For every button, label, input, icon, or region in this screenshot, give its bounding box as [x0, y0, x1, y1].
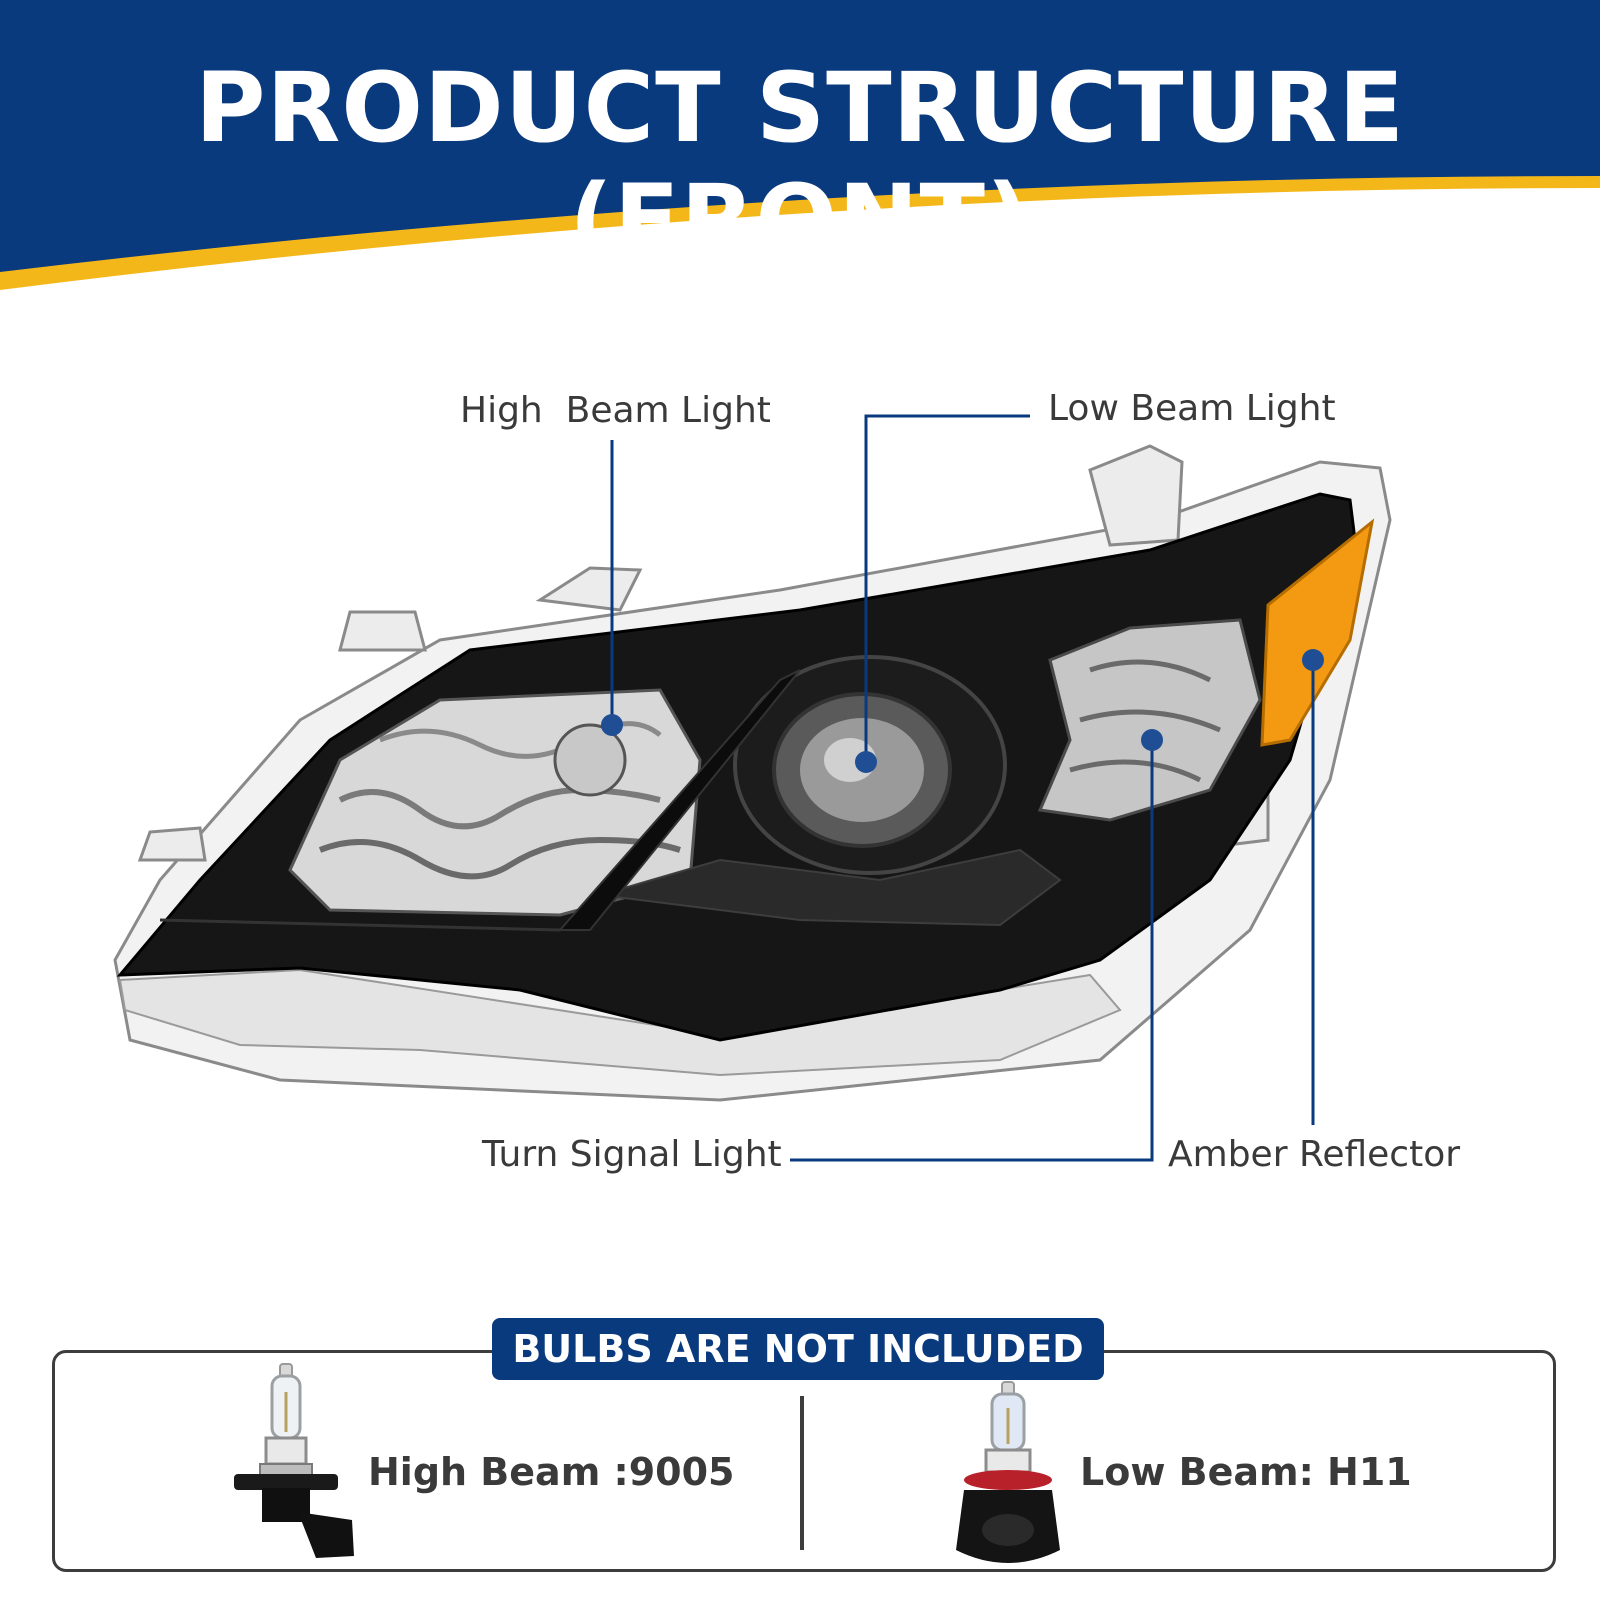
amber-reflector-callout: Amber Reflector	[1168, 1134, 1461, 1175]
callout-lines	[610, 414, 1315, 1162]
turn-signal-callout: Turn Signal Light	[482, 1134, 782, 1175]
low-beam-callout: Low Beam Light	[1048, 388, 1336, 429]
low-beam-bulb-label: Low Beam: H11	[1080, 1450, 1412, 1494]
headlight-diagram	[113, 414, 1392, 1162]
high-beam-bulb-label: High Beam :9005	[368, 1450, 735, 1494]
bulbs-divider	[800, 1396, 804, 1550]
callout-dots	[601, 649, 1324, 773]
headlight-assembly-image	[113, 444, 1392, 1102]
bulbs-not-included-badge: BULBS ARE NOT INCLUDED	[492, 1318, 1104, 1380]
header-banner	[0, 0, 1600, 290]
bulb-9005-icon	[234, 1363, 354, 1558]
page-title: PRODUCT STRUCTURE (FRONT)	[195, 52, 1405, 276]
bulb-h11-icon	[956, 1381, 1060, 1563]
high-beam-callout: High Beam Light	[460, 390, 771, 431]
